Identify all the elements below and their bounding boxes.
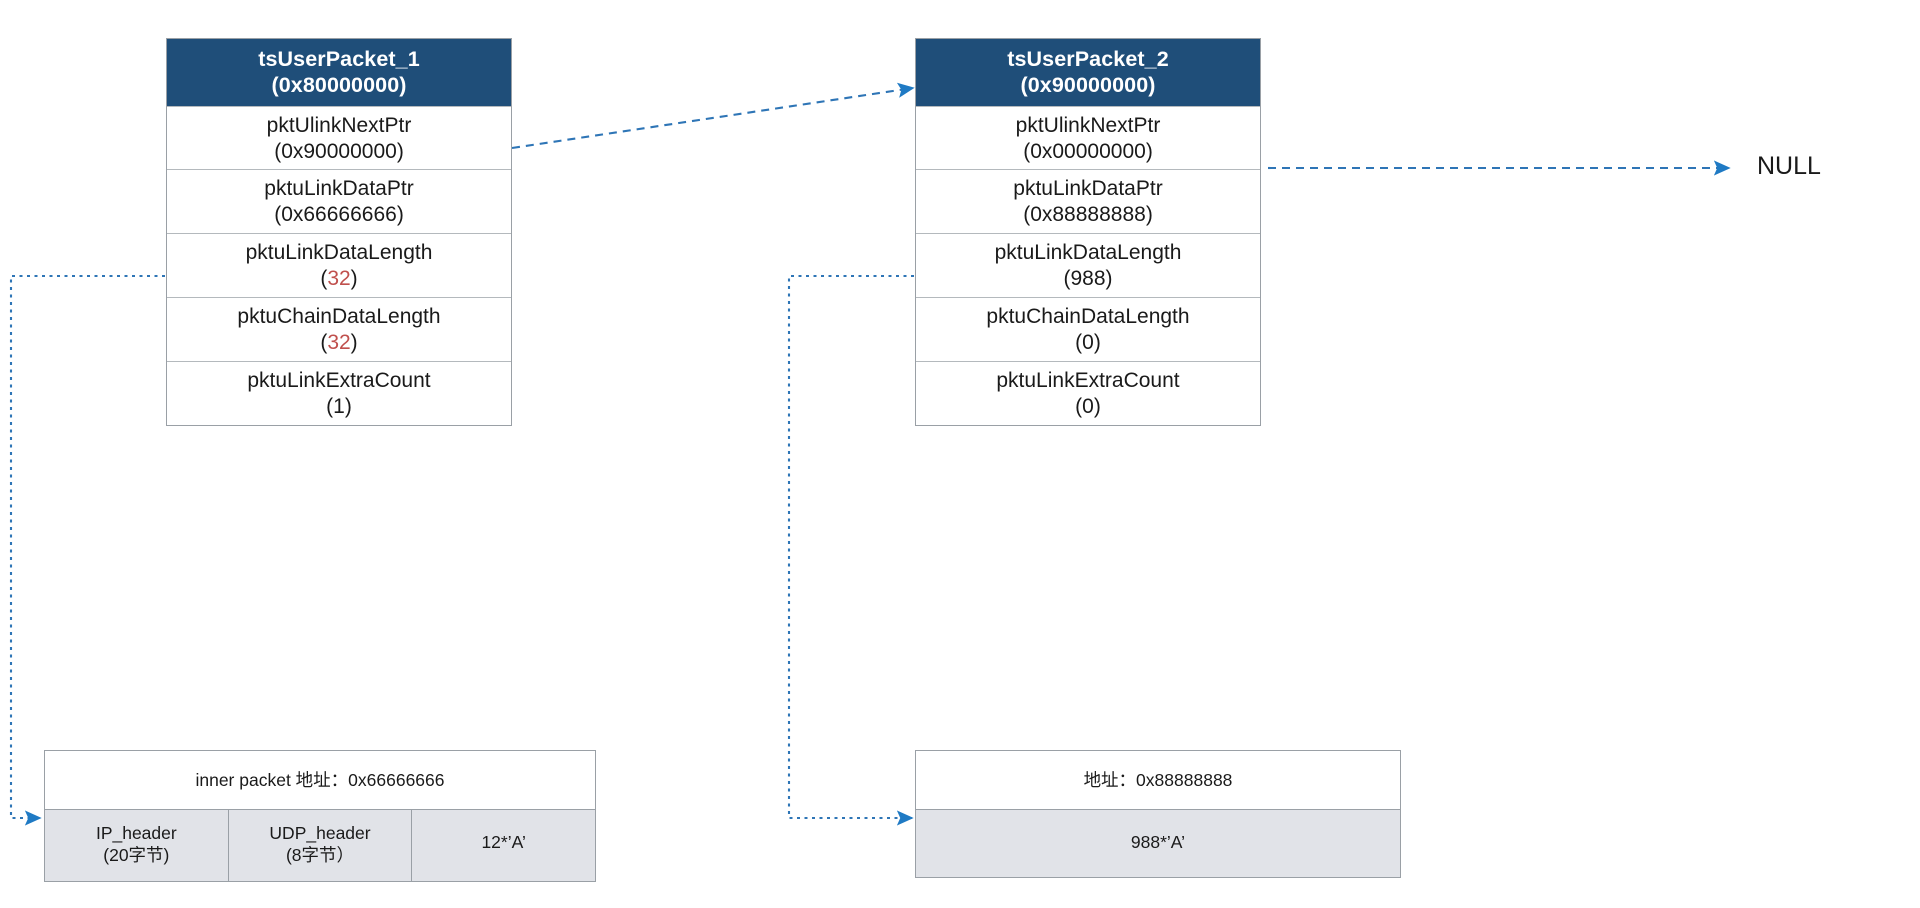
wire-next-ptr-p1-to-p2	[511, 82, 915, 150]
struct-field-row: pktuChainDataLength (32)	[167, 297, 511, 361]
cell-line-1: UDP_header	[269, 823, 371, 843]
struct-header: tsUserPacket_2 (0x90000000)	[916, 39, 1260, 107]
field-value: (0x66666666)	[274, 202, 404, 226]
struct-field-row: pktuLinkDataLength (32)	[167, 233, 511, 297]
field-value-highlight: 32	[327, 266, 351, 290]
struct-field-row: pktuLinkDataPtr (0x88888888)	[916, 169, 1260, 233]
cell-line-1: 12*’A’	[481, 832, 526, 852]
buffer-cell-udp-header: UDP_header (8字节）	[229, 810, 413, 881]
field-label: pktuChainDataLength	[237, 305, 441, 329]
field-value: (988)	[1063, 266, 1113, 290]
cell-line-1: IP_header	[95, 823, 177, 843]
field-value: (0x90000000)	[274, 139, 404, 163]
field-value: (0)	[1075, 394, 1101, 418]
buffer-cell-payload: 12*’A’	[412, 810, 595, 881]
cell-line-2: (8字节）	[285, 844, 355, 865]
field-label: pktuLinkExtraCount	[996, 369, 1180, 393]
buffer-cells: IP_header (20字节) UDP_header (8字节） 12*’A’	[45, 809, 595, 881]
field-value: (0x00000000)	[1023, 139, 1153, 163]
buffer-address-label: inner packet 地址：0x66666666	[45, 751, 595, 809]
memory-buffer-inner-packet: inner packet 地址：0x66666666 IP_header (20…	[44, 750, 596, 882]
buffer-address-label: 地址：0x88888888	[916, 751, 1400, 809]
field-label: pktuLinkExtraCount	[247, 369, 431, 393]
field-value: (32)	[320, 266, 358, 290]
field-label: pktUlinkNextPtr	[1015, 114, 1161, 138]
field-label: pktuLinkDataPtr	[264, 177, 414, 201]
null-label: NULL	[1757, 152, 1821, 180]
struct-header: tsUserPacket_1 (0x80000000)	[167, 39, 511, 107]
struct-header-address: (0x80000000)	[271, 73, 407, 98]
struct-header-address: (0x90000000)	[1020, 73, 1156, 98]
field-value: (32)	[320, 330, 358, 354]
struct-field-row: pktuLinkExtraCount (0)	[916, 361, 1260, 425]
struct-field-row: pktuChainDataLength (0)	[916, 297, 1260, 361]
field-value: (1)	[326, 394, 352, 418]
buffer-cells: 988*’A’	[916, 809, 1400, 877]
field-value: (0x88888888)	[1023, 202, 1153, 226]
struct-table-tsuserpacket-2: tsUserPacket_2 (0x90000000) pktUlinkNext…	[915, 38, 1261, 427]
struct-header-name: tsUserPacket_1	[258, 47, 420, 71]
field-label: pktuLinkDataLength	[994, 241, 1182, 265]
field-label: pktuChainDataLength	[986, 305, 1190, 329]
memory-buffer-chain-data: 地址：0x88888888 988*’A’	[915, 750, 1401, 878]
struct-field-row: pktuLinkDataPtr (0x66666666)	[167, 169, 511, 233]
wire-data-ptr-p2-to-buffer2	[787, 274, 914, 826]
struct-header-name: tsUserPacket_2	[1007, 47, 1169, 71]
field-value: (0)	[1075, 330, 1101, 354]
field-label: pktuLinkDataPtr	[1013, 177, 1163, 201]
struct-field-row: pktUlinkNextPtr (0x90000000)	[167, 106, 511, 169]
struct-field-row: pktUlinkNextPtr (0x00000000)	[916, 106, 1260, 169]
struct-table-tsuserpacket-1: tsUserPacket_1 (0x80000000) pktUlinkNext…	[166, 38, 512, 427]
wire-data-ptr-p1-to-buffer1	[9, 274, 165, 826]
struct-field-row: pktuLinkDataLength (988)	[916, 233, 1260, 297]
buffer-cell-payload: 988*’A’	[916, 810, 1400, 877]
field-value-highlight: 32	[327, 330, 351, 354]
buffer-cell-ip-header: IP_header (20字节)	[45, 810, 229, 881]
cell-line-1: 988*’A’	[1130, 832, 1186, 852]
field-label: pktUlinkNextPtr	[266, 114, 412, 138]
struct-field-row: pktuLinkExtraCount (1)	[167, 361, 511, 425]
cell-line-2: (20字节)	[103, 844, 170, 865]
field-label: pktuLinkDataLength	[245, 241, 433, 265]
